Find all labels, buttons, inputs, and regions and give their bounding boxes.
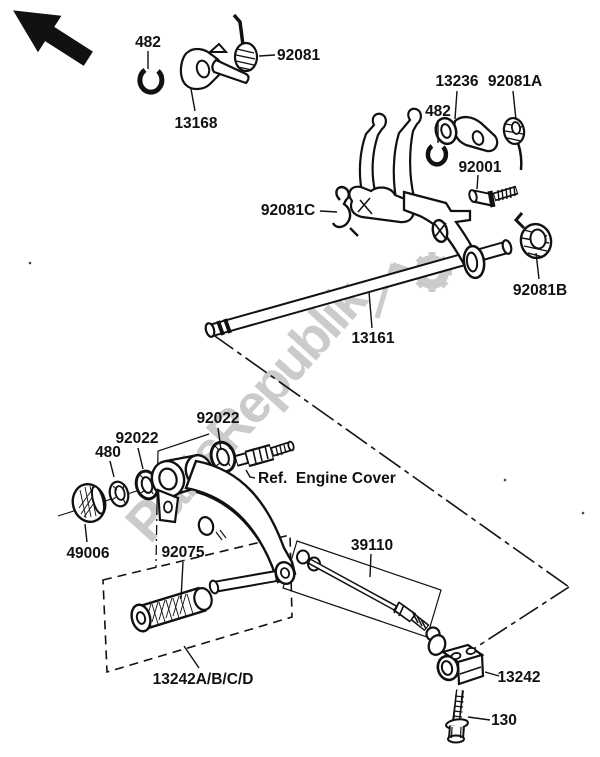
leader-92081a	[512, 90, 517, 121]
spring-92081	[232, 13, 259, 73]
circlip-482-top	[137, 67, 165, 95]
clamp-13242	[436, 643, 485, 686]
shift-shaft-13161	[204, 239, 513, 338]
leader-13236	[454, 90, 458, 120]
cap-49006	[71, 482, 107, 524]
leader-13161	[368, 291, 373, 329]
leader-13242	[484, 671, 500, 677]
engine-cover-bolt	[234, 440, 295, 468]
label-480: 480	[95, 444, 121, 461]
label-ref-engine-cover: Ref. Engine Cover	[258, 470, 396, 487]
leader-92001	[476, 174, 479, 190]
label-13242: 13242	[497, 669, 540, 686]
label-482-mid: 482	[425, 103, 451, 120]
leader-92081	[258, 54, 276, 57]
label-13236: 13236	[435, 73, 478, 90]
label-92081: 92081	[277, 47, 320, 64]
circlip-482-mid	[425, 144, 449, 167]
lever-13236	[434, 115, 499, 153]
leader-13242abcd	[183, 645, 200, 669]
label-92081c: 92081C	[261, 202, 315, 219]
tie-rod-39110	[296, 549, 447, 656]
hook-spring-92081c	[331, 185, 359, 237]
direction-arrow	[13, 10, 93, 66]
label-482-top: 482	[135, 34, 161, 51]
leader-49006	[84, 523, 88, 543]
arrow-icon	[13, 10, 93, 66]
leader-92075	[180, 561, 184, 600]
leader-480	[109, 460, 115, 478]
footpeg-rubber-92075	[130, 586, 213, 633]
bolt-92001	[468, 185, 519, 208]
leader-92081c	[319, 210, 338, 213]
spring-92081a	[502, 116, 526, 171]
leader-lines	[84, 51, 540, 721]
rod-knuckle	[427, 634, 447, 656]
circlip-on-shaft	[431, 218, 449, 244]
leader-92022-left	[137, 447, 144, 470]
label-13161: 13161	[351, 330, 394, 347]
plane-line-lower	[471, 586, 570, 651]
label-92001: 92001	[458, 159, 501, 176]
leader-92081b	[535, 252, 540, 280]
label-13168: 13168	[174, 115, 217, 132]
leader-ref-engine-cover	[245, 469, 256, 479]
shift-mechanism-forks	[348, 107, 422, 224]
spring-92081b	[513, 212, 553, 260]
scan-specks	[28, 261, 585, 515]
label-92075: 92075	[161, 544, 204, 561]
label-49006: 49006	[66, 545, 109, 562]
leader-39110	[369, 553, 372, 578]
label-92022-left: 92022	[115, 430, 158, 447]
label-92081b: 92081B	[513, 282, 567, 299]
part-labels: 482 92081 13168 13236 92081A 482 92001 9…	[66, 34, 567, 729]
lock-washer-480	[108, 480, 130, 508]
label-92022-upper: 92022	[196, 410, 239, 427]
label-130: 130	[491, 712, 517, 729]
leader-13168	[190, 88, 196, 112]
plane-line-upper	[211, 333, 570, 588]
label-13242abcd: 13242A/B/C/D	[153, 671, 254, 688]
leader-92022-upper	[217, 427, 222, 451]
pedal-group-dashed-box	[102, 533, 293, 674]
label-92081a: 92081A	[488, 73, 542, 90]
bolt-130	[445, 689, 469, 744]
leader-130	[467, 716, 491, 721]
label-39110: 39110	[351, 537, 393, 554]
pedal-assembly	[130, 453, 297, 633]
shift-pawl-13168	[179, 42, 250, 91]
shaft-boss-ring	[462, 244, 486, 280]
